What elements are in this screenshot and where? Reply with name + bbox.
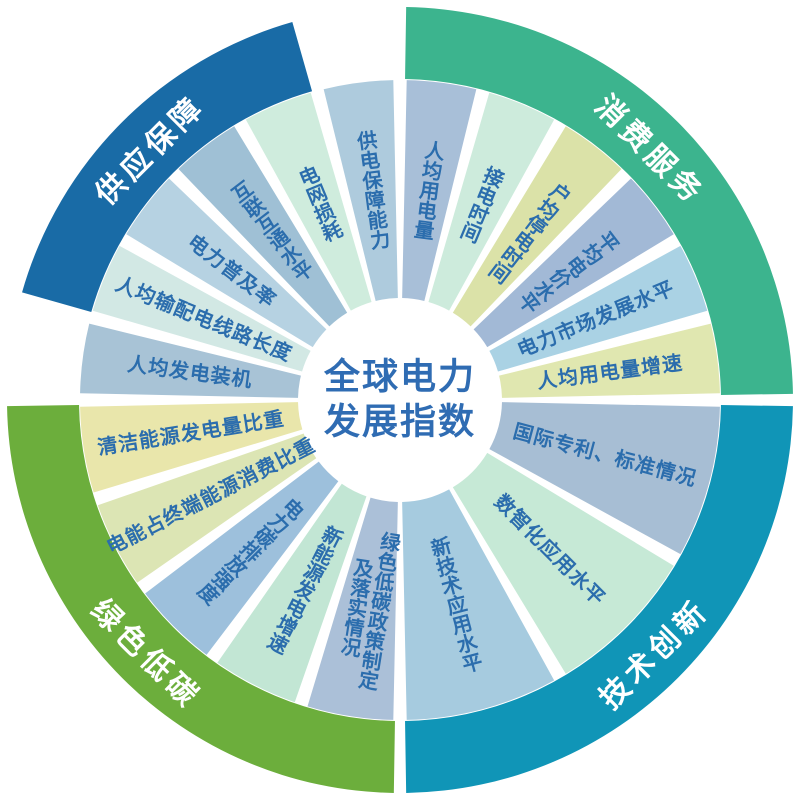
center-circle	[300, 300, 500, 500]
segment-wedge-3-4	[80, 402, 303, 493]
segment-wedge-1-3	[473, 178, 674, 348]
quadrant-ring-1	[405, 7, 793, 395]
segment-wedge-2-2	[402, 489, 555, 720]
segment-wedge-3-0	[307, 497, 398, 720]
quadrant-ring-0	[22, 22, 313, 313]
segment-wedge-0-1	[245, 92, 372, 311]
segment-wedge-3-2	[145, 461, 339, 655]
segment-wedge-0-5	[80, 323, 301, 398]
segment-wedge-0-2	[178, 126, 348, 327]
quadrant-ring-2	[405, 405, 793, 793]
segment-wedge-1-0	[402, 80, 477, 301]
quadrant-ring-3	[7, 405, 395, 793]
segment-wedge-3-1	[217, 483, 367, 703]
segment-wedge-3-3	[97, 433, 317, 583]
segment-wedge-1-5	[499, 323, 720, 398]
center-title-line1: 全球电力	[323, 356, 477, 398]
center-title: 全球电力 发展指数	[324, 355, 476, 444]
segment-wedge-1-1	[428, 92, 555, 311]
segment-wedge-1-2	[452, 126, 622, 327]
center-title-line2: 发展指数	[323, 401, 477, 442]
segment-wedge-2-0	[489, 402, 720, 555]
segment-wedge-0-3	[126, 178, 327, 348]
segment-wedge-0-0	[323, 80, 398, 301]
segment-wedge-2-1	[452, 452, 674, 674]
segment-wedge-0-4	[92, 245, 311, 372]
segment-wedge-1-4	[489, 245, 708, 372]
